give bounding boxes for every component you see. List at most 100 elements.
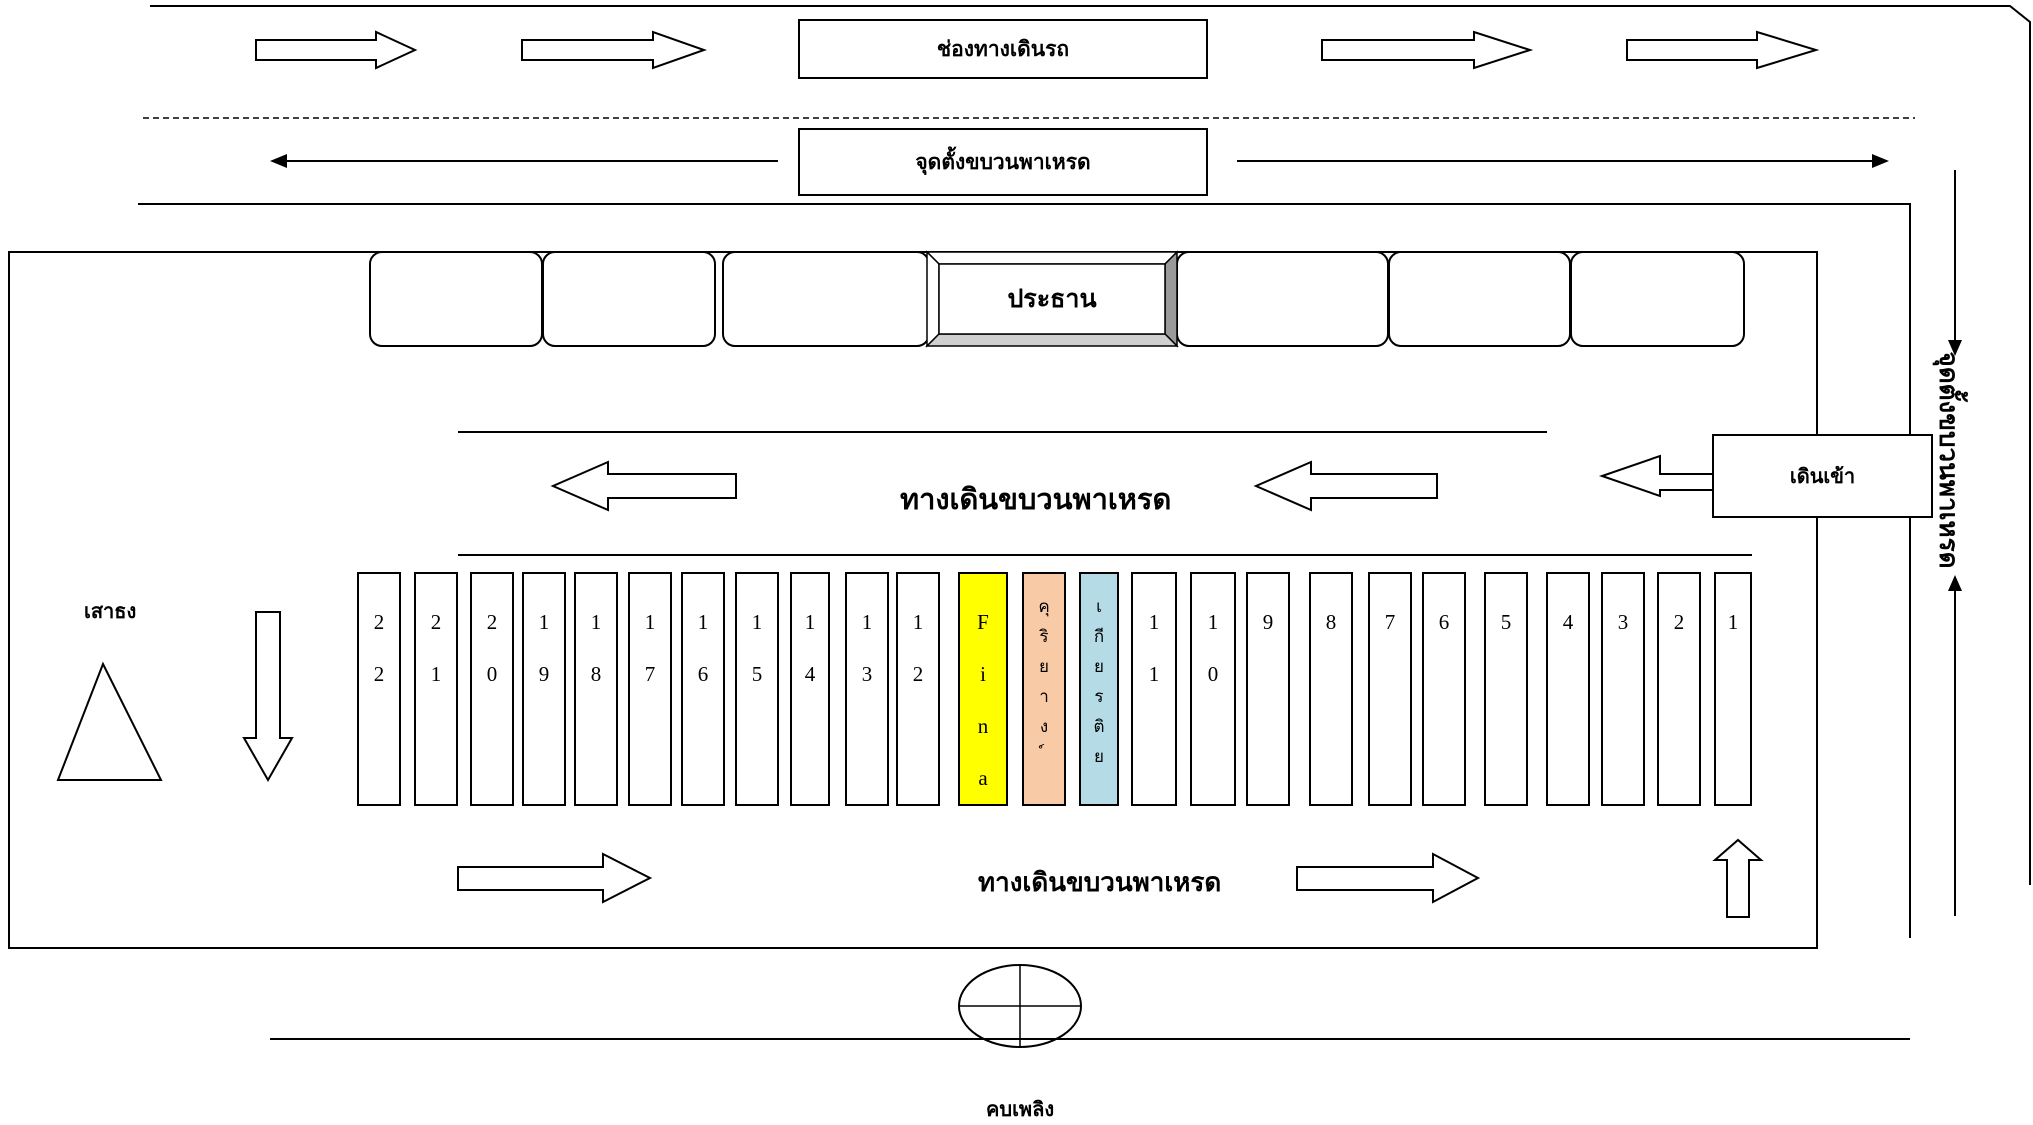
entrance-box: เดินเข้า xyxy=(1712,434,1933,518)
seat-char: ติ xyxy=(1093,717,1105,736)
seat-block-3: 3 xyxy=(1601,572,1645,806)
traffic-arrow-right-4 xyxy=(1626,30,1820,70)
seat-char: 1 xyxy=(697,610,709,634)
seat-char: กี xyxy=(1093,627,1105,646)
stand-box-6 xyxy=(1388,251,1571,347)
road-inner-line xyxy=(138,203,1911,938)
seat-char: 1 xyxy=(912,610,924,634)
side-arrowhead-down xyxy=(1948,340,1962,356)
seat-char: 6 xyxy=(1438,610,1450,634)
seat-block-2: 2 xyxy=(1657,572,1701,806)
seat-char: 1 xyxy=(804,610,816,634)
walkway-arrow-right-1 xyxy=(457,852,653,904)
seat-char: 7 xyxy=(644,662,656,686)
seat-char: 1 xyxy=(1148,662,1160,686)
seat-block-7: 7 xyxy=(1368,572,1412,806)
entrance-arrow-left xyxy=(1598,454,1715,498)
arrow-down-left xyxy=(242,611,294,783)
arrowhead-left xyxy=(270,154,287,168)
seat-char: 2 xyxy=(373,610,385,634)
arrowhead-right xyxy=(1872,154,1889,168)
traffic-arrow-right-1 xyxy=(255,30,418,70)
seat-block-1: 1 xyxy=(1714,572,1752,806)
seat-char: ร xyxy=(1094,687,1104,706)
seat-block-8: 8 xyxy=(1309,572,1353,806)
flagpole-triangle xyxy=(56,661,163,781)
seat-char: 1 xyxy=(861,610,873,634)
seat-char: 8 xyxy=(1325,610,1337,634)
seat-char: 2 xyxy=(1673,610,1685,634)
seat-char: 3 xyxy=(861,662,873,686)
seat-char: a xyxy=(978,766,988,790)
stand-box-5 xyxy=(1176,251,1389,347)
seat-char: 1 xyxy=(430,662,442,686)
seat-block-9: 9 xyxy=(1246,572,1290,806)
seat-char: 6 xyxy=(697,662,709,686)
chairman-label: ประธาน xyxy=(1007,286,1097,313)
seat-char: 8 xyxy=(590,662,602,686)
seat-char: 2 xyxy=(912,662,924,686)
seat-char: 1 xyxy=(1148,610,1160,634)
seat-char: 0 xyxy=(486,662,498,686)
road-outer-line xyxy=(150,5,2031,885)
seat-char: 1 xyxy=(1727,610,1739,634)
seat-char: ย xyxy=(1094,747,1104,766)
side-arrowhead-up xyxy=(1948,575,1962,591)
seat-char: 0 xyxy=(1207,662,1219,686)
traffic-lane-box: ช่องทางเดินรถ xyxy=(798,19,1208,79)
seat-char: 1 xyxy=(538,610,550,634)
arrow-up-right xyxy=(1712,838,1764,918)
seat-char: 9 xyxy=(538,662,550,686)
traffic-arrow-right-3 xyxy=(1321,30,1534,70)
stand-box-1 xyxy=(369,251,543,347)
seat-char: F xyxy=(977,610,989,634)
stand-box-7 xyxy=(1570,251,1745,347)
walkway-label-lower: ทางเดินขบวนพาเหรด xyxy=(978,868,1222,897)
seat-char: 4 xyxy=(1562,610,1574,634)
stand-box-2 xyxy=(542,251,716,347)
seat-char: 1 xyxy=(1207,610,1219,634)
seat-block-5: 5 xyxy=(1484,572,1528,806)
seat-char: 2 xyxy=(486,610,498,634)
seat-char: n xyxy=(977,714,989,738)
seat-char: 3 xyxy=(1617,610,1629,634)
stand-box-3 xyxy=(722,251,930,347)
seat-char: คุ xyxy=(1038,597,1050,616)
seat-char: ย xyxy=(1039,657,1049,676)
seat-block-คุริยางค์: คุริยาง์ xyxy=(1022,572,1066,806)
traffic-arrow-right-2 xyxy=(521,30,708,70)
chairman-stand xyxy=(925,250,1179,348)
walkway-arrow-right-2 xyxy=(1296,852,1481,904)
torch-symbol xyxy=(958,964,1082,1048)
seat-block-6: 6 xyxy=(1422,572,1466,806)
seat-char: ง xyxy=(1039,717,1049,736)
seat-char: 4 xyxy=(804,662,816,686)
seat-char: i xyxy=(980,662,986,686)
seat-char: 7 xyxy=(1384,610,1396,634)
seat-char: 2 xyxy=(430,610,442,634)
seat-char: 9 xyxy=(1262,610,1274,634)
seat-char: 1 xyxy=(644,610,656,634)
seat-block-4: 4 xyxy=(1546,572,1590,806)
seat-char: ริ xyxy=(1039,627,1049,646)
seat-char: 5 xyxy=(751,662,763,686)
seat-char: 1 xyxy=(590,610,602,634)
seat-char: 5 xyxy=(1500,610,1512,634)
seat-char: 1 xyxy=(751,610,763,634)
seat-char: 2 xyxy=(373,662,385,686)
seat-char: ย xyxy=(1094,657,1104,676)
